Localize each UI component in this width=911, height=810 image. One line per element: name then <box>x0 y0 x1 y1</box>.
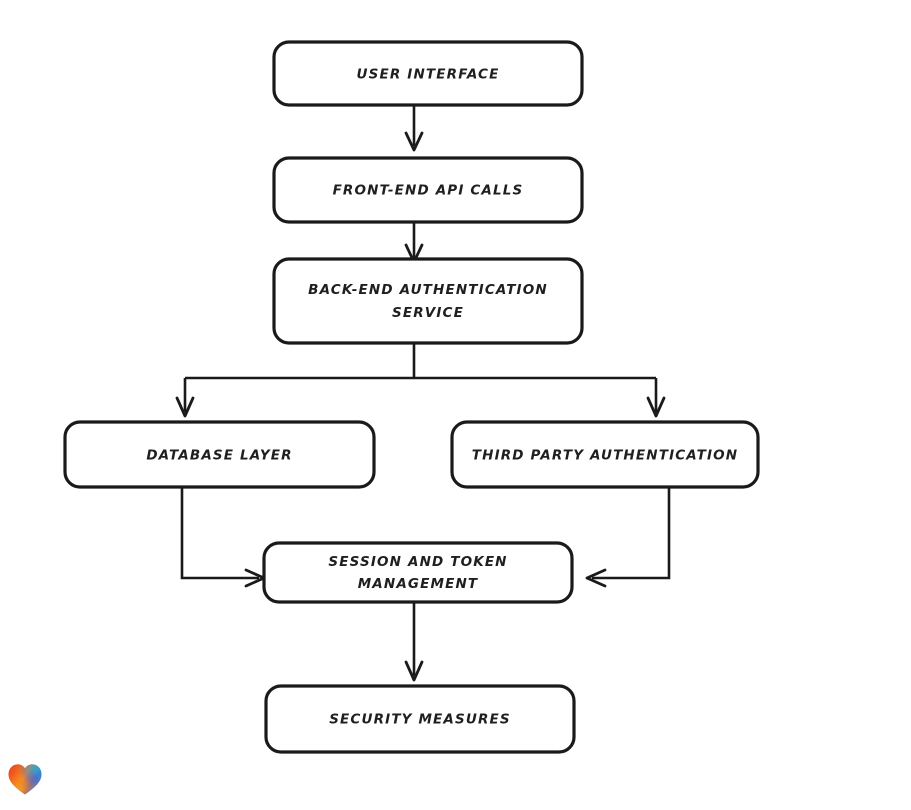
node-third-party-auth[interactable]: THIRD PARTY AUTHENTICATION <box>450 420 760 489</box>
edge-database-layer-to-session-token-mgmt <box>180 487 266 588</box>
node-security-measures-label: SECURITY MEASURES <box>329 712 511 728</box>
node-front-end-api-calls-shape <box>272 156 584 224</box>
node-security-measures[interactable]: SECURITY MEASURES <box>264 684 576 754</box>
node-back-end-auth-service-label-line2: SERVICE <box>392 305 464 321</box>
edge-user-interface-to-front-end-api-calls <box>404 105 424 152</box>
edge-session-token-mgmt-to-security-measures <box>404 602 424 682</box>
edge-split-to-third-party-auth <box>646 378 666 418</box>
node-back-end-auth-service[interactable]: BACK-END AUTHENTICATION SERVICE <box>272 257 584 345</box>
node-session-token-mgmt-shape <box>262 541 574 604</box>
node-database-layer-shape <box>63 420 376 489</box>
node-back-end-auth-service-label-line1: BACK-END AUTHENTICATION <box>308 282 548 298</box>
node-back-end-auth-service-shape <box>272 257 584 345</box>
node-session-token-mgmt[interactable]: SESSION AND TOKEN MANAGEMENT <box>262 541 574 604</box>
edge-front-end-api-calls-to-back-end-auth-service <box>404 222 424 264</box>
edge-third-party-auth-to-session-token-mgmt <box>585 487 671 588</box>
node-user-interface[interactable]: USER INTERFACE <box>272 40 584 107</box>
node-security-measures-shape <box>264 684 576 754</box>
node-database-layer-label: DATABASE LAYER <box>146 448 292 464</box>
edge-back-end-auth-service-split-bus <box>185 343 656 380</box>
node-user-interface-label: USER INTERFACE <box>357 67 500 83</box>
edge-split-to-database-layer <box>175 378 195 418</box>
node-database-layer[interactable]: DATABASE LAYER <box>63 420 376 489</box>
node-user-interface-shape <box>272 40 584 107</box>
node-front-end-api-calls-label: FRONT-END API CALLS <box>333 183 524 199</box>
node-third-party-auth-label: THIRD PARTY AUTHENTICATION <box>472 448 738 464</box>
node-third-party-auth-shape <box>450 420 760 489</box>
heart-logo <box>8 764 42 795</box>
node-front-end-api-calls[interactable]: FRONT-END API CALLS <box>272 156 584 224</box>
node-session-token-mgmt-label-line2: MANAGEMENT <box>358 576 479 592</box>
node-session-token-mgmt-label-line1: SESSION AND TOKEN <box>328 554 507 570</box>
heart-logo-fill <box>8 764 42 795</box>
